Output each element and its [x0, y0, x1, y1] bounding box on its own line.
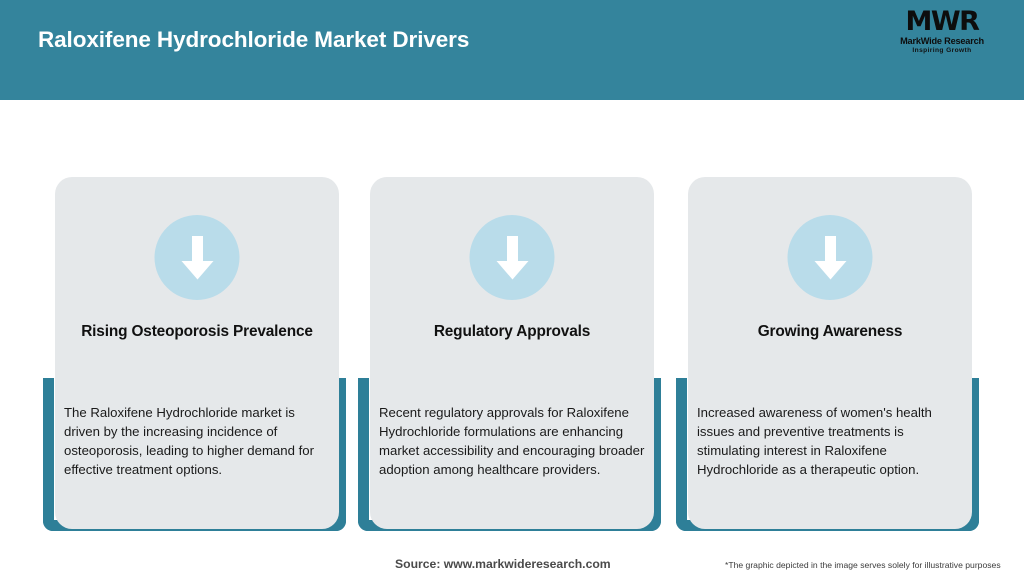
- card-icon-badge: [469, 215, 555, 300]
- card-icon-badge: [787, 215, 873, 300]
- card-title: Growing Awareness: [757, 323, 903, 340]
- source-label: Source: www.markwideresearch.com: [395, 557, 611, 571]
- disclaimer-note: *The graphic depicted in the image serve…: [725, 560, 1001, 570]
- card-title: Rising Osteoporosis Prevalence: [81, 323, 313, 340]
- brand-logo: MWR MarkWide Research Inspiring Growth: [886, 8, 998, 70]
- card-description: Increased awareness of women's health is…: [697, 405, 932, 477]
- driver-card-2: Regulatory Approvals Recent regulatory a…: [355, 100, 675, 540]
- page-title: Raloxifene Hydrochloride Market Drivers: [38, 27, 470, 52]
- driver-card-1: Rising Osteoporosis Prevalence The Ralox…: [40, 100, 360, 540]
- card-title: Regulatory Approvals: [433, 323, 591, 340]
- card-surface: Rising Osteoporosis Prevalence The Ralox…: [55, 177, 339, 529]
- arrow-down-icon: [181, 235, 213, 279]
- card-description: The Raloxifene Hydrochloride market is d…: [64, 405, 314, 477]
- logo-monogram: MWR: [905, 6, 980, 37]
- page-header: Raloxifene Hydrochloride Market Drivers …: [0, 0, 1024, 100]
- logo-company-name: MarkWide Research: [900, 36, 984, 46]
- arrow-down-icon: [814, 235, 846, 279]
- card-description: Recent regulatory approvals for Raloxife…: [379, 405, 645, 477]
- logo-tagline: Inspiring Growth: [912, 46, 972, 54]
- card-surface: Regulatory Approvals Recent regulatory a…: [370, 177, 654, 529]
- arrow-down-icon: [496, 235, 528, 279]
- card-icon-badge: [154, 215, 240, 300]
- drivers-card-group: Rising Osteoporosis Prevalence The Ralox…: [0, 100, 1024, 540]
- card-surface: Growing Awareness Increased awareness of…: [688, 177, 972, 529]
- driver-card-3: Growing Awareness Increased awareness of…: [673, 100, 993, 540]
